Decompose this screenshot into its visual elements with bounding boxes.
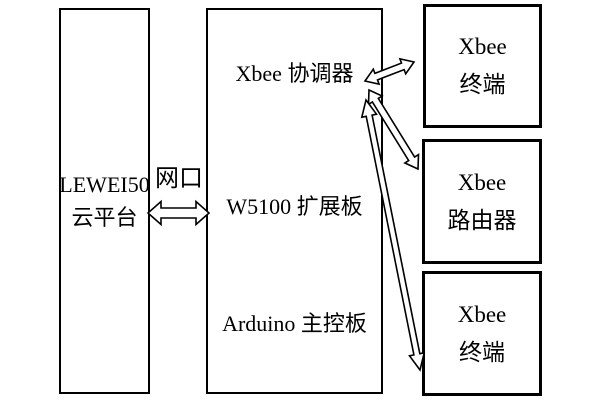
- xbee-terminal-top-box: Xbee 终端: [423, 4, 542, 128]
- xbee-terminal-top-line1: Xbee: [458, 34, 507, 59]
- cloud-platform-type: 云平台: [71, 205, 138, 230]
- coordinator-label: Xbee 协调器: [235, 61, 354, 86]
- xbee-terminal-bottom-line1: Xbee: [457, 301, 507, 327]
- xbee-router-line2: 路由器: [447, 207, 517, 233]
- network-port-label: 网口: [155, 166, 203, 192]
- controller-board-label: Arduino 主控板: [222, 311, 367, 336]
- xbee-terminal-bottom-box: Xbee 终端: [422, 271, 542, 396]
- cloud-platform-box: LEWEI50 云平台: [59, 8, 150, 394]
- main-controller-box: Xbee 协调器 W5100 扩展板 Arduino 主控板: [206, 8, 383, 394]
- xbee-terminal-top-line2: 终端: [459, 72, 506, 97]
- cloud-platform-name: LEWEI50: [59, 172, 150, 197]
- netport-link-arrow: [146, 199, 211, 227]
- xbee-router-box: Xbee 路由器: [422, 139, 542, 264]
- expansion-board-label: W5100 扩展板: [226, 194, 363, 219]
- xbee-terminal-bottom-line2: 终端: [459, 339, 505, 365]
- xbee-router-line1: Xbee: [457, 169, 507, 195]
